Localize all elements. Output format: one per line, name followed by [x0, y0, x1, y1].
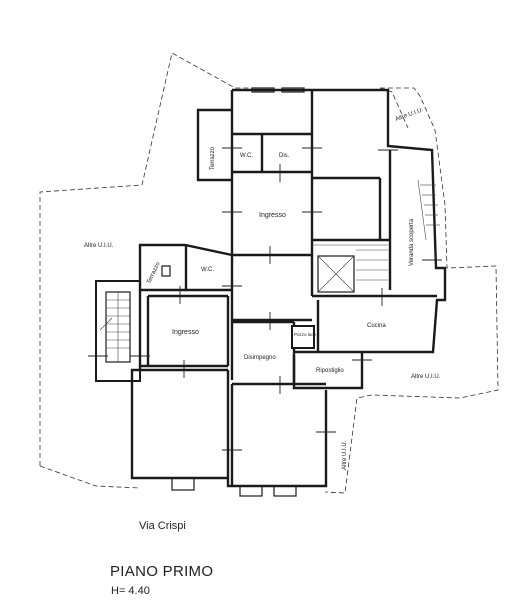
neighbour-boundaries — [39, 52, 499, 494]
interior-walls — [140, 90, 437, 486]
room-terrazzo-left: Terrazzo — [146, 261, 161, 285]
neighbour-label-left: Altre U.I.U. — [84, 243, 114, 249]
left-staircase — [95, 280, 141, 382]
neighbour-label-bottom-vertical: Altre U.I.U. — [342, 440, 348, 470]
plan-title: PIANO PRIMO — [110, 563, 214, 580]
veranda-stairs — [417, 179, 440, 241]
room-wc-left: W.C. — [201, 267, 214, 273]
outer-walls — [130, 88, 447, 488]
labels: Altre U.I.U. Altre U.I.U. Altre U.I.U. A… — [84, 107, 441, 532]
neighbour-label-top-right: Altre U.I.U. — [395, 107, 425, 123]
room-wc-top: W.C. — [240, 153, 253, 159]
room-disimpegno: Disimpegno — [244, 355, 276, 361]
room-ingresso-top: Ingresso — [259, 212, 286, 219]
room-pozzo-luce: Pozzo luce — [294, 332, 317, 337]
windows — [161, 87, 305, 497]
room-dis: Dis. — [279, 153, 290, 159]
room-cucina: Cucina — [367, 323, 386, 329]
room-ripostiglio: Ripostiglio — [316, 368, 344, 374]
floor-height: H= 4.40 — [111, 585, 150, 597]
room-ingresso-left: Ingresso — [172, 329, 199, 336]
room-terrazzo-top: Terrazzo — [210, 146, 216, 170]
neighbour-label-bottom-right: Altre U.I.U. — [411, 374, 441, 380]
room-veranda: Veranda scoperta — [409, 218, 415, 266]
axis-ticks — [88, 147, 442, 451]
street-label: Via Crispi — [139, 520, 186, 532]
